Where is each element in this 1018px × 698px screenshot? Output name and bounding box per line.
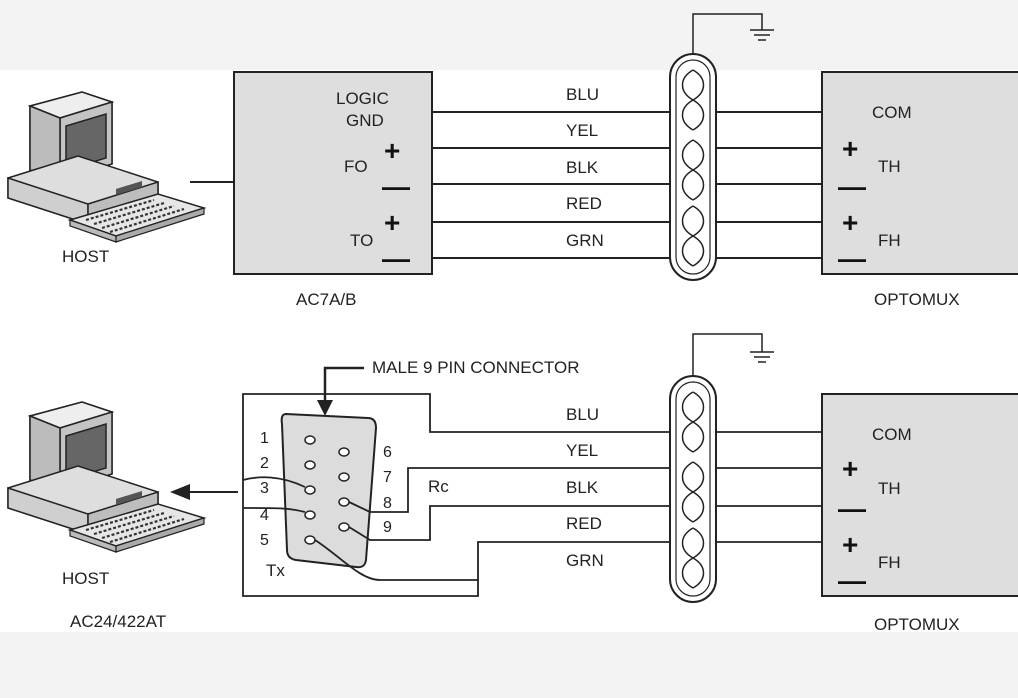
converter-logic-label: LOGIC xyxy=(336,89,389,108)
optomux-th-minus-bottom: — xyxy=(838,493,866,524)
optomux-fh-minus: — xyxy=(838,243,866,274)
converter-fo-label: FO xyxy=(344,157,368,176)
pin-6: 6 xyxy=(383,444,392,461)
converter-to-label: TO xyxy=(350,231,373,250)
optomux-com-label: COM xyxy=(872,103,912,122)
optomux-th-label-bottom: TH xyxy=(878,479,901,498)
connector-label: MALE 9 PIN CONNECTOR xyxy=(372,358,580,377)
tx-label: Tx xyxy=(266,561,285,580)
converter-to-plus: + xyxy=(384,207,400,238)
wire-label-blk: BLK xyxy=(566,158,599,177)
host-computer-icon-bottom xyxy=(6,400,206,554)
optomux-box xyxy=(821,71,1018,275)
converter-box xyxy=(233,71,433,275)
optomux-th-plus: + xyxy=(842,133,858,164)
wire-label-yel-bottom: YEL xyxy=(566,441,598,460)
pin-4: 4 xyxy=(260,507,269,524)
connector-pointer-icon xyxy=(317,400,333,416)
optomux-th-label: TH xyxy=(878,157,901,176)
host-label: HOST xyxy=(62,247,109,266)
optomux-com-label-bottom: COM xyxy=(872,425,912,444)
pin-2: 2 xyxy=(260,455,269,472)
wire-label-grn: GRN xyxy=(566,231,604,250)
shielded-cable-icon xyxy=(669,53,717,281)
arrow-icon xyxy=(170,484,190,500)
optomux-fh-plus-bottom: + xyxy=(842,529,858,560)
top-wires xyxy=(432,111,822,259)
optomux-box-bottom xyxy=(821,393,1018,597)
pin-5: 5 xyxy=(260,532,269,549)
converter-to-minus: — xyxy=(382,243,410,274)
converter-fo-minus: — xyxy=(382,171,410,202)
bottom-section: HOST AC24/422AT MALE 9 PIN CONNECTOR xyxy=(6,333,1018,634)
pin-1: 1 xyxy=(260,430,269,447)
converter-gnd-label: GND xyxy=(346,111,384,130)
pin-8: 8 xyxy=(383,495,392,512)
optomux-fh-minus-bottom: — xyxy=(838,565,866,596)
optomux-th-minus: — xyxy=(838,171,866,202)
optomux-fh-label-bottom: FH xyxy=(878,553,901,572)
top-section: HOST LOGIC GND FO TO + — + — AC7A/B BLU … xyxy=(6,13,1018,309)
ground-icon xyxy=(749,29,775,41)
wire-label-red: RED xyxy=(566,194,602,213)
host-computer-icon xyxy=(6,90,206,244)
db9-connector xyxy=(280,412,378,569)
optomux-th-plus-bottom: + xyxy=(842,453,858,484)
optomux-label: OPTOMUX xyxy=(874,290,960,309)
drain-wire-bottom xyxy=(692,333,763,376)
wire-label-yel: YEL xyxy=(566,121,598,140)
optomux-fh-label: FH xyxy=(878,231,901,250)
bottom-gray-band xyxy=(0,632,1018,698)
top-gray-band xyxy=(0,0,1018,70)
wire-label-blu: BLU xyxy=(566,85,599,104)
card-label: AC24/422AT xyxy=(70,612,166,631)
drain-wire xyxy=(692,13,763,54)
converter-fo-plus: + xyxy=(384,135,400,166)
wire-label-grn-bottom: GRN xyxy=(566,551,604,570)
optomux-fh-plus: + xyxy=(842,207,858,238)
ground-icon-bottom xyxy=(749,351,775,363)
optomux-label-bottom: OPTOMUX xyxy=(874,615,960,634)
pin-7: 7 xyxy=(383,469,392,486)
converter-label: AC7A/B xyxy=(296,290,356,309)
wire-label-blk-bottom: BLK xyxy=(566,478,599,497)
rc-label: Rc xyxy=(428,477,449,496)
wire-label-red-bottom: RED xyxy=(566,514,602,533)
wire-label-blu-bottom: BLU xyxy=(566,405,599,424)
shielded-cable-icon-bottom xyxy=(669,375,717,603)
bottom-wires xyxy=(242,393,822,597)
host-label-bottom: HOST xyxy=(62,569,109,588)
pin-9: 9 xyxy=(383,519,392,536)
pin-3: 3 xyxy=(260,480,269,497)
